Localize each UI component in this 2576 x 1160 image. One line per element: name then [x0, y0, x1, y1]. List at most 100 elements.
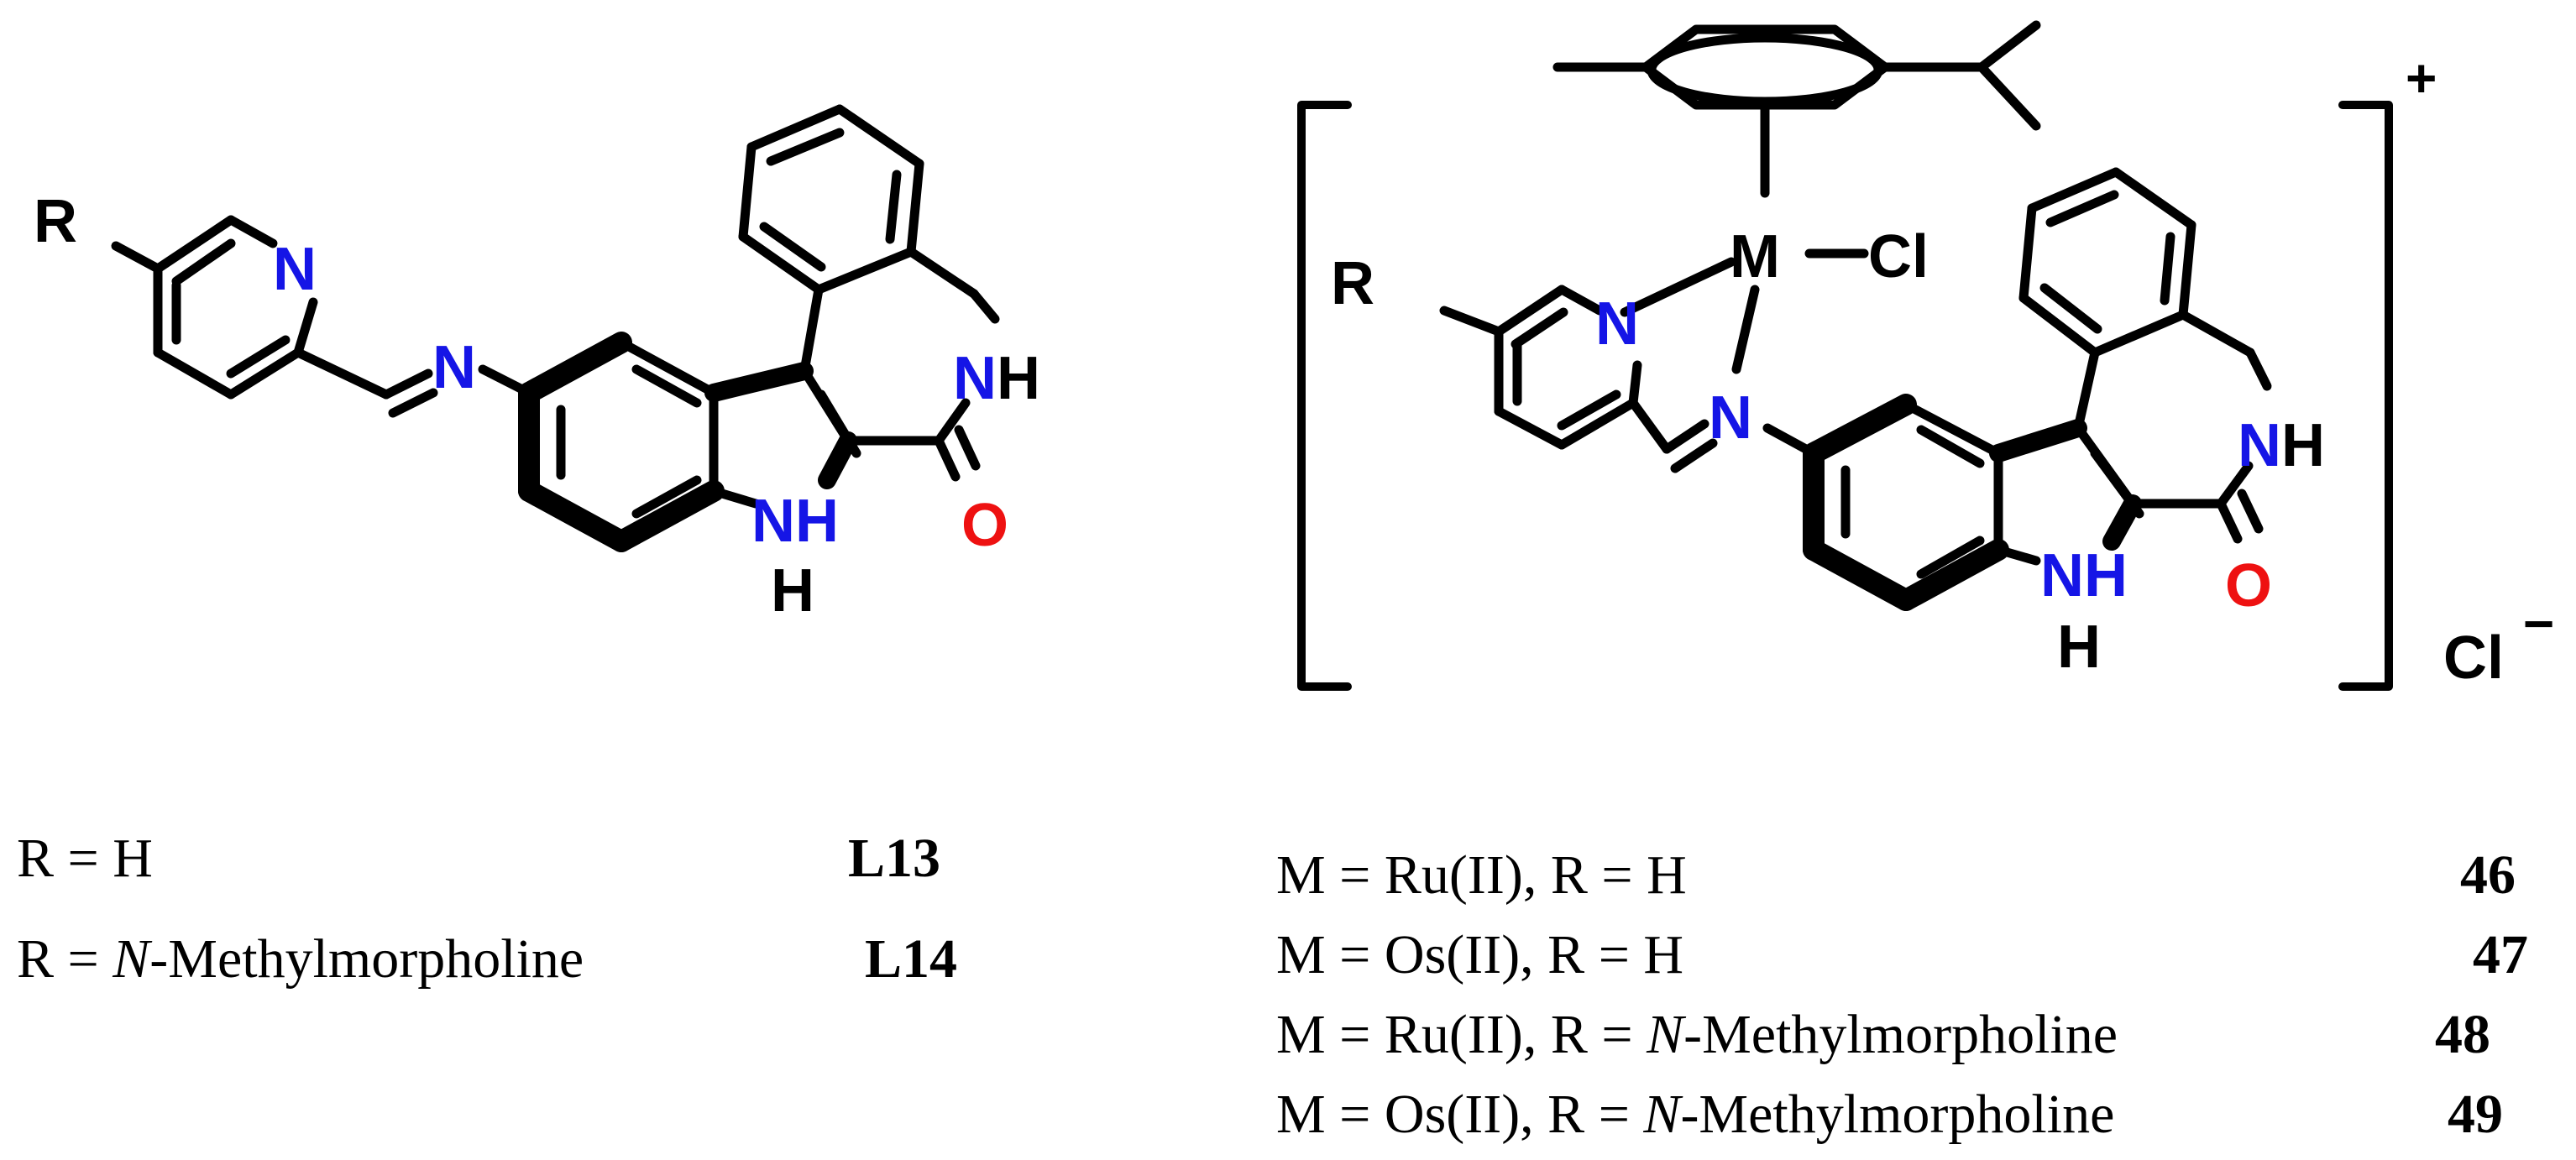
- carbonyl-o-label: O: [961, 492, 1008, 559]
- complex-code-47: 47: [2473, 924, 2528, 985]
- benzo-bond: [2018, 203, 2037, 303]
- indole-inner-bond: [1916, 425, 1985, 468]
- imine-ch-bond: [1628, 398, 1672, 454]
- benzo-bond: [835, 104, 924, 169]
- indole-h-label: H: [2057, 614, 2101, 681]
- left-bracket: [1297, 101, 1352, 691]
- benzo-bond: [2090, 310, 2188, 358]
- carbonyl-o-label: O: [2225, 552, 2272, 619]
- pyridine-bond: [153, 347, 236, 400]
- row-text-end: -Methylmorpholine: [149, 928, 584, 990]
- azepine-bond: [2073, 347, 2100, 433]
- azepine-bond: [969, 289, 1000, 324]
- r-label: R: [34, 188, 77, 255]
- r-label: R: [1331, 250, 1374, 317]
- row-text: M = Ru(II), R = H: [1276, 844, 1687, 906]
- indole-h-label: H: [771, 557, 814, 624]
- row-italic: N: [1643, 1084, 1681, 1145]
- pyrrole-bond: [1993, 545, 2041, 566]
- pyridine-bond: [1557, 285, 1605, 316]
- complex-row-2: M = Os(II), R = H: [1276, 927, 1683, 983]
- metal-nimine-bond: [1731, 285, 1760, 374]
- row-text: M = Ru(II), R =: [1276, 1004, 1647, 1065]
- pyridine-inner-bond: [226, 335, 291, 379]
- indole-nh-label: NH: [751, 488, 839, 555]
- benzo-bond: [2018, 293, 2100, 358]
- pyridine-bond: [153, 215, 236, 274]
- counterion-cl-label: Cl: [2443, 624, 2504, 692]
- carbonyl-bond: [934, 436, 961, 482]
- pyridine-bond: [1628, 360, 1642, 408]
- indole-bond: [1901, 400, 2003, 458]
- benzo-bond: [746, 104, 845, 152]
- pyridine-bond: [1557, 398, 1638, 450]
- ligand-code-l13: L13: [848, 828, 941, 889]
- pyrrole-bold-bond: [704, 362, 814, 402]
- ligand-code-l14: L14: [865, 928, 958, 990]
- cymene-isopropyl-bond: [1977, 20, 2041, 72]
- benzo-bond: [2027, 167, 2121, 213]
- benzo-inner-bond: [2039, 283, 2102, 334]
- carbonyl-bond: [2237, 489, 2264, 534]
- benzo-inner-bond: [885, 170, 902, 244]
- pyridine-bond: [1494, 406, 1567, 450]
- complex-row-3: M = Ru(II), R = N-Methylmorpholine: [1276, 1007, 2118, 1063]
- benzo-inner-bond: [2045, 190, 2119, 227]
- indole-bond: [616, 337, 719, 398]
- imine-double-bond: [381, 368, 433, 400]
- carbonyl-bond: [954, 425, 981, 471]
- azepine-bond: [2178, 310, 2255, 358]
- complex-code-49: 49: [2448, 1084, 2503, 1145]
- pyridine-inner-bond: [1511, 307, 1568, 349]
- indole-bold-bond: [610, 480, 725, 552]
- azepine-bond: [2216, 461, 2254, 509]
- benzo-bond: [2111, 167, 2196, 230]
- row-text: M = Os(II), R = H: [1276, 924, 1684, 985]
- imine-ch-bond: [293, 347, 391, 400]
- ligand-structure: [111, 104, 1000, 552]
- indole-bold-bond: [1895, 539, 2009, 611]
- benzo-bond: [738, 232, 824, 295]
- row-text-end: -Methylmorpholine: [1683, 1004, 2118, 1065]
- imine-double-bond: [388, 388, 438, 418]
- indole-nh-label: NH: [2040, 542, 2128, 609]
- metal-npy-bond: [1620, 257, 1736, 317]
- indole-inner-bond: [631, 475, 702, 519]
- row-italic: N: [1647, 1004, 1684, 1065]
- pyridine-inner-bond: [171, 238, 236, 286]
- azepine-bond: [934, 398, 971, 446]
- pyrrole-bond: [709, 486, 761, 509]
- row-text: R = H: [17, 828, 153, 889]
- imine-n-label: N: [432, 334, 476, 401]
- indole-inner-bond: [1916, 536, 1985, 579]
- pyrrole-bold-bond: [1989, 419, 2087, 462]
- complex-row-1: M = Ru(II), R = H: [1276, 848, 1687, 903]
- benzo-bond: [738, 142, 757, 242]
- row-text: M = Os(II), R =: [1276, 1084, 1644, 1145]
- ligand-row-1: R = H: [17, 831, 153, 886]
- pyridine-bond: [1494, 285, 1567, 337]
- imine-double-bond: [1662, 419, 1709, 454]
- benzo-bond: [2178, 220, 2196, 320]
- r-bond: [111, 241, 163, 274]
- metal-cl-label: Cl: [1868, 223, 1929, 290]
- indole-bold-bond: [1803, 394, 1917, 464]
- pyridine-n-label: N: [273, 236, 317, 303]
- carbonyl-bond: [2216, 499, 2243, 544]
- indole-bold-bond: [1803, 539, 1917, 611]
- azepine-bond: [799, 285, 824, 376]
- indole-inner-bond: [631, 364, 702, 408]
- pyridine-bond: [293, 297, 318, 358]
- pyridine-n-label: N: [1595, 290, 1639, 358]
- imine-n-label: N: [1709, 384, 1752, 452]
- complex-code-46: 46: [2460, 844, 2516, 906]
- charge-plus: +: [2406, 48, 2437, 108]
- azepine-bond: [906, 247, 979, 299]
- right-bracket: [2338, 101, 2393, 691]
- indole-bold-bond: [518, 332, 632, 404]
- benzo-bond: [906, 159, 924, 257]
- charge-minus: −: [2523, 593, 2554, 654]
- row-text-end: -Methylmorpholine: [1680, 1084, 2115, 1145]
